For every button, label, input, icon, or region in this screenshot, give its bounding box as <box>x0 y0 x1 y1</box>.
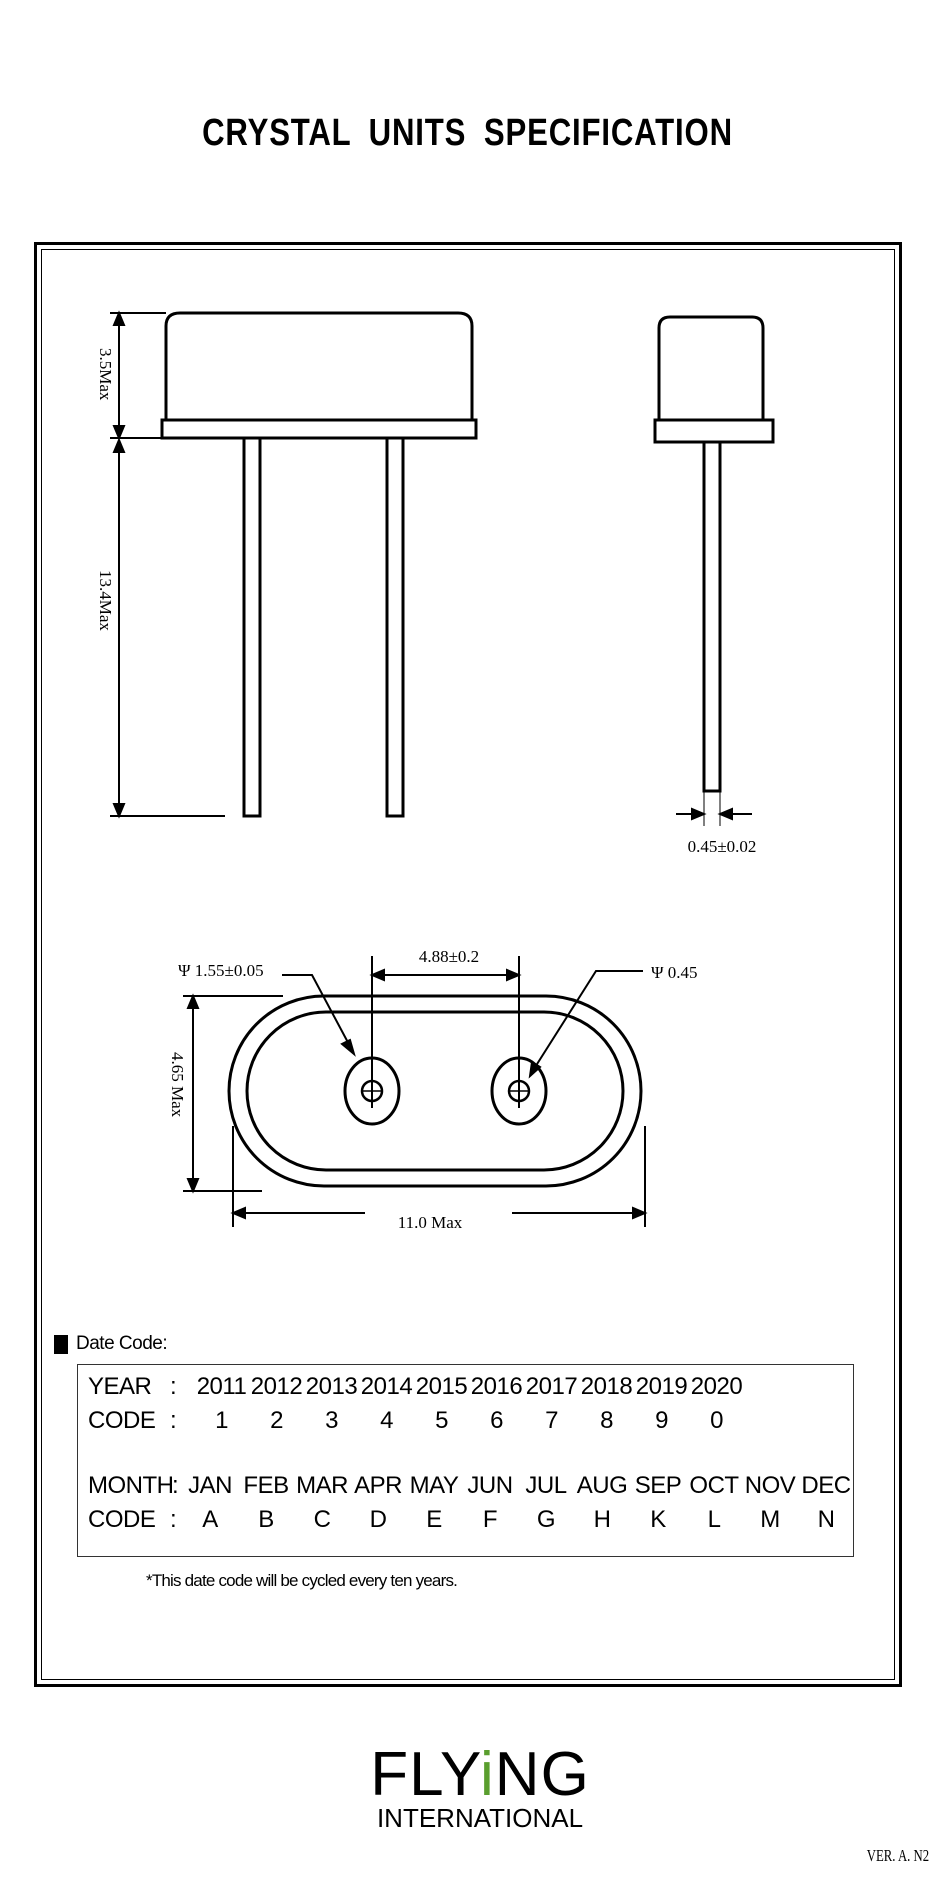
month-cell: MAY <box>409 1472 459 1499</box>
month-cell: JAN <box>188 1472 232 1499</box>
month-code-cell: H <box>593 1506 611 1533</box>
year-code-cell: 8 <box>600 1407 613 1434</box>
month-cell: APR <box>354 1472 402 1499</box>
hole-dia-dim-label: Ψ 1.55±0.05 <box>178 961 264 980</box>
month-code-cell: M <box>760 1506 780 1533</box>
front-lead-right <box>385 436 405 818</box>
year-code-cell: 6 <box>490 1407 503 1434</box>
spec-frame <box>34 242 902 1687</box>
year-cell: 2019 <box>635 1373 688 1400</box>
front-base <box>160 418 478 440</box>
month-code-cell: A <box>202 1506 218 1533</box>
month-code-cell: G <box>536 1506 556 1533</box>
month-cell: MAR <box>296 1472 348 1499</box>
length-dim-label: 11.0 Max <box>398 1213 463 1232</box>
code-label: CODE <box>88 1506 156 1533</box>
year-cell: 2015 <box>415 1373 468 1400</box>
side-body <box>657 315 765 420</box>
year-code-cell: 3 <box>325 1407 338 1434</box>
colon: : <box>170 1506 177 1533</box>
month-cell: NOV <box>744 1472 796 1499</box>
side-lead <box>702 440 722 793</box>
month-cell: DEC <box>801 1472 851 1499</box>
month-code-cell: F <box>482 1506 498 1533</box>
bottom-outline-inner <box>245 1010 625 1172</box>
month-cell: SEP <box>634 1472 682 1499</box>
square-bullet-icon <box>54 1334 68 1354</box>
colon: : <box>170 1373 177 1400</box>
month-cell: AUG <box>576 1472 628 1499</box>
code-label: CODE <box>88 1407 156 1434</box>
year-label: YEAR <box>88 1373 152 1400</box>
month-cell: JUL <box>525 1472 567 1499</box>
date-code-note: *This date code will be cycled every ten… <box>146 1571 458 1590</box>
year-cell: 2017 <box>525 1373 578 1400</box>
version-label: VER. A. N2 <box>866 1846 929 1865</box>
month-code-row: CODE : A B C D E F G H K L M N <box>88 1506 854 1534</box>
front-lead-left <box>242 436 262 818</box>
month-label: MONTH <box>88 1472 174 1499</box>
year-code-cell: 4 <box>380 1407 393 1434</box>
month-cell: OCT <box>689 1472 739 1499</box>
company-logo: FLYiNG INTERNATIONAL <box>360 1744 600 1834</box>
year-code-row: CODE : 1 2 3 4 5 6 7 8 9 0 <box>88 1407 744 1435</box>
date-code-heading: Date Code: <box>54 1333 168 1355</box>
year-cell: 2016 <box>470 1373 523 1400</box>
month-code-cell: K <box>650 1506 666 1533</box>
year-code-cell: 9 <box>655 1407 668 1434</box>
year-code-cells: 1 2 3 4 5 6 7 8 9 0 <box>194 1407 744 1435</box>
colon: : <box>172 1472 179 1499</box>
month-cell: JUN <box>467 1472 513 1499</box>
logo-subtitle: INTERNATIONAL <box>376 1803 584 1833</box>
month-code-cell: D <box>369 1506 387 1533</box>
year-code-cell: 5 <box>435 1407 448 1434</box>
year-cell: 2018 <box>580 1373 633 1400</box>
logo-text-i: i <box>480 1740 495 1809</box>
month-cell: FEB <box>243 1472 289 1499</box>
year-code-cell: 7 <box>545 1407 558 1434</box>
month-code-cell: C <box>313 1506 331 1533</box>
date-code-heading-text: Date Code: <box>76 1333 168 1354</box>
colon: : <box>170 1407 177 1434</box>
pitch-dim-label: 4.88±0.2 <box>419 947 479 966</box>
width-dim-label: 4.65 Max <box>168 1052 187 1118</box>
year-code-cell: 2 <box>270 1407 283 1434</box>
year-cell: 2020 <box>690 1373 743 1400</box>
month-code-cell: N <box>817 1506 835 1533</box>
month-code-cell: L <box>707 1506 721 1533</box>
month-code-cell: E <box>426 1506 442 1533</box>
lead-dim-label: 13.4Max <box>96 570 115 631</box>
lead-psi-dim-label: Ψ 0.45 <box>651 963 698 982</box>
year-code-cell: 0 <box>710 1407 723 1434</box>
month-code-cell: B <box>258 1506 274 1533</box>
bottom-outline-outer <box>227 994 643 1188</box>
side-base <box>653 418 775 444</box>
front-body <box>164 311 474 420</box>
year-code-cell: 1 <box>215 1407 228 1434</box>
year-cell: 2012 <box>250 1373 303 1400</box>
year-cell: 2013 <box>305 1373 358 1400</box>
year-cell: 2014 <box>360 1373 413 1400</box>
year-cell: 2011 <box>196 1373 247 1400</box>
logo-wordmark: FLYiNG <box>360 1744 600 1806</box>
height-dim-label: 3.5Max <box>96 348 115 401</box>
lead-dia-dim-label: 0.45±0.02 <box>688 837 757 856</box>
logo-text-fly: FLY <box>370 1740 481 1809</box>
logo-text-ng: NG <box>494 1740 590 1809</box>
page-title: CRYSTAL UNITS SPECIFICATION <box>202 112 733 154</box>
